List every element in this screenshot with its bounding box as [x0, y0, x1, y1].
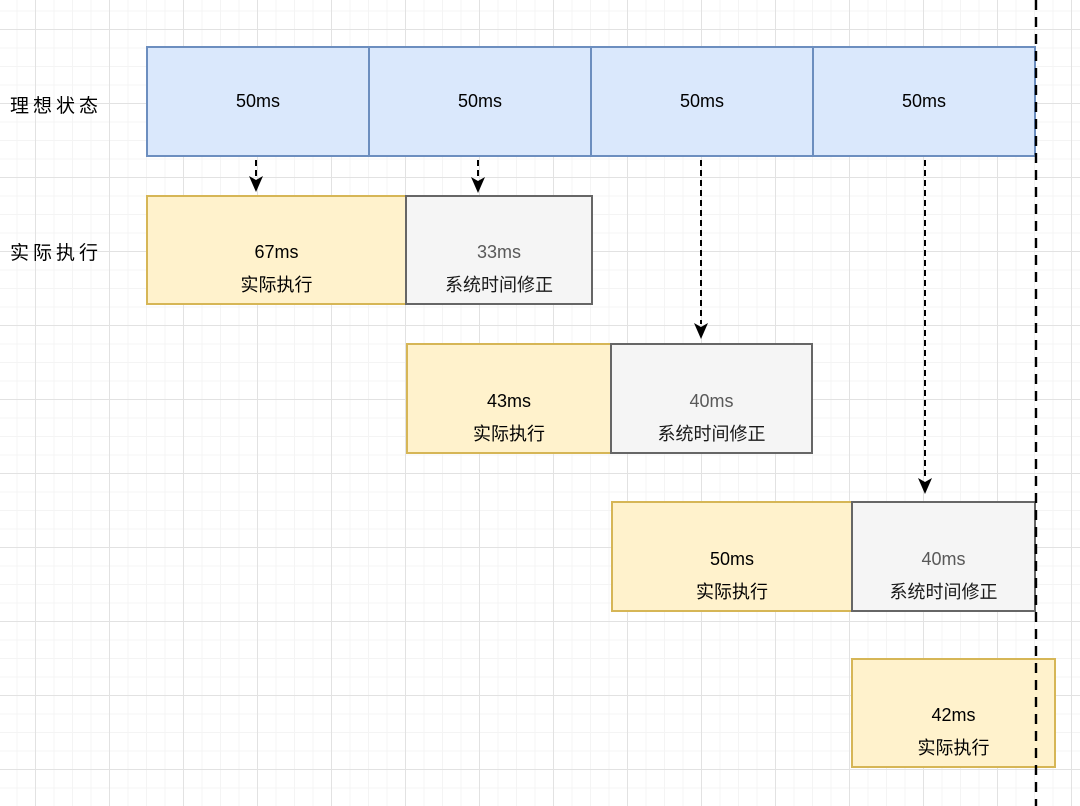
ideal-timeline-bar: 50ms 50ms 50ms 50ms — [146, 46, 1036, 157]
cycle1-exec-duration: 67ms — [254, 242, 299, 262]
cycle1-exec-box: 67ms 实际执行 — [146, 195, 405, 305]
cycle1-correction-box: 33ms 系统时间修正 — [405, 195, 593, 305]
ideal-segment-3: 50ms — [590, 48, 812, 155]
ideal-segment-1: 50ms — [235, 91, 280, 111]
cycle2-correction-box: 40ms 系统时间修正 — [610, 343, 813, 454]
cycle1-exec-label: 实际执行 — [240, 275, 313, 295]
cycle1-correction-label: 系统时间修正 — [445, 275, 553, 295]
cycle2-correction-label: 系统时间修正 — [657, 423, 766, 444]
tick-arrow-2 — [471, 160, 485, 193]
cycle3-exec-duration: 50ms — [709, 548, 754, 569]
cycle2-correction-duration: 40ms — [689, 390, 734, 411]
ideal-segment-2: 50ms — [368, 48, 590, 155]
cycle3-exec-box: 50ms 实际执行 — [611, 501, 851, 612]
tick-arrow-1 — [249, 160, 263, 192]
cycle3-correction-duration: 40ms — [921, 548, 966, 569]
cycle2-exec-duration: 43ms — [486, 390, 531, 411]
cycle3-correction-label: 系统时间修正 — [889, 581, 998, 602]
cycle3-exec-label: 实际执行 — [696, 581, 768, 602]
tick-arrow-4 — [918, 160, 932, 494]
ideal-row-label: 理想状态 — [10, 96, 103, 117]
cycle2-exec-box: 43ms 实际执行 — [406, 343, 610, 454]
cycle4-exec-duration: 42ms — [931, 705, 976, 725]
ideal-segment-4: 50ms — [812, 48, 1034, 155]
actual-row-label: 实际执行 — [10, 243, 103, 264]
cycle4-exec-label: 实际执行 — [917, 738, 990, 758]
tick-arrow-3 — [694, 160, 708, 339]
cycle1-correction-duration: 33ms — [476, 242, 521, 262]
cycle4-exec-box: 42ms 实际执行 — [851, 658, 1056, 768]
cycle2-exec-label: 实际执行 — [473, 423, 545, 444]
cycle3-correction-box: 40ms 系统时间修正 — [851, 501, 1036, 612]
